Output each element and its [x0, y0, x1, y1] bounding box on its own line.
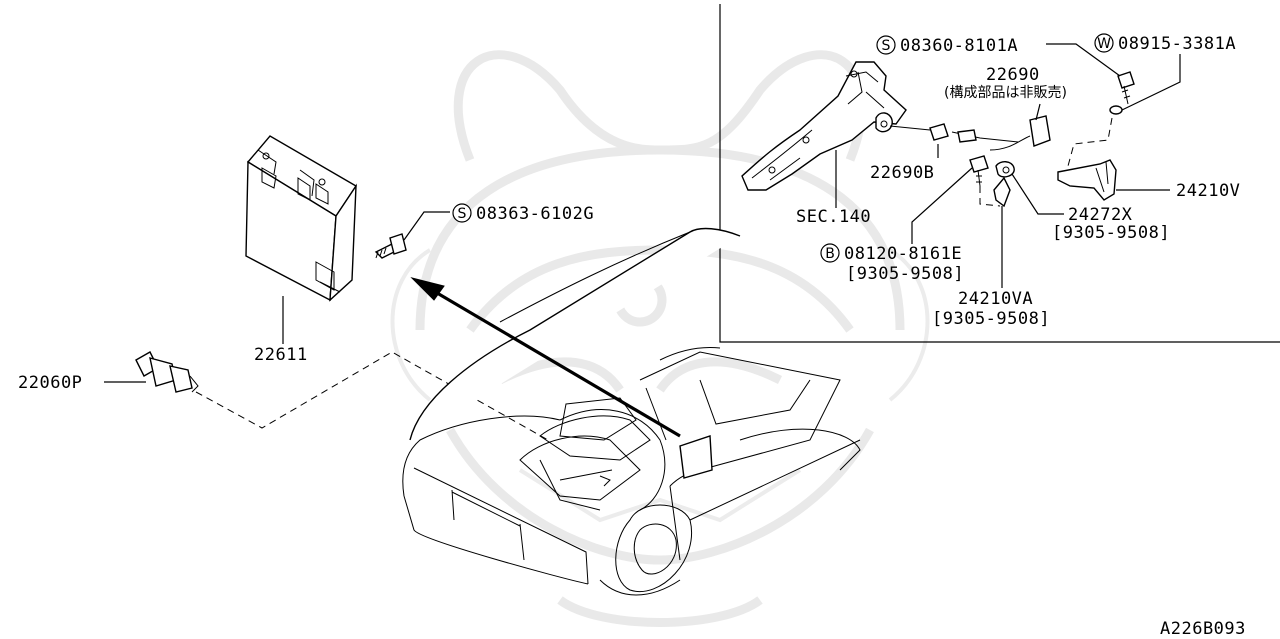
ecu-label: 22611	[254, 345, 308, 365]
sensor-label: 22060P	[18, 373, 82, 393]
harness-drawing	[889, 115, 1051, 151]
clip-va-drawing	[993, 176, 1011, 208]
harness-note: (構成部品は非販売)	[944, 85, 1067, 101]
clip-va-date: [9305-9508]	[932, 309, 1050, 329]
circle-w-icon: W	[1094, 33, 1114, 53]
svg-text:W: W	[1097, 36, 1111, 52]
location-arrow	[410, 277, 681, 438]
bracket-screw-drawing	[1109, 71, 1135, 115]
harness-label: 22690	[986, 65, 1040, 85]
circle-b-icon: B	[820, 243, 840, 263]
svg-text:S: S	[882, 38, 891, 54]
ecu-screw-label: 08363-6102G	[476, 204, 594, 224]
diagram-id: A226B093	[1160, 619, 1246, 639]
svg-text:B: B	[825, 246, 835, 262]
circle-s-icon: S	[876, 35, 896, 55]
clip-x-drawing	[995, 161, 1015, 178]
bracket-screw-label: 08360-8101A	[900, 36, 1018, 56]
clip-va-label: 24210VA	[958, 289, 1033, 309]
ecu-module-drawing	[245, 135, 357, 302]
clip-x-label: 24272X	[1068, 205, 1133, 225]
inset-frame	[719, 4, 1280, 343]
grommet-label: 22690B	[870, 163, 934, 183]
section-label: SEC.140	[796, 207, 871, 227]
clip-v-drawing	[1057, 117, 1117, 201]
clip-v-label: 24210V	[1176, 181, 1240, 201]
svg-text:S: S	[458, 206, 467, 222]
sensor-drawing	[135, 351, 199, 393]
clip-x-date: [9305-9508]	[1052, 223, 1170, 243]
bolt-drawing	[969, 155, 1001, 207]
bracket-sec140-drawing	[741, 61, 907, 191]
washer-label: 08915-3381A	[1118, 34, 1236, 54]
bolt-date: [9305-9508]	[846, 264, 964, 284]
circle-s-icon: S	[452, 203, 472, 223]
ecu-screw-drawing	[374, 233, 407, 259]
bolt-label: 08120-8161E	[844, 244, 962, 264]
vehicle-drawing	[402, 227, 861, 596]
